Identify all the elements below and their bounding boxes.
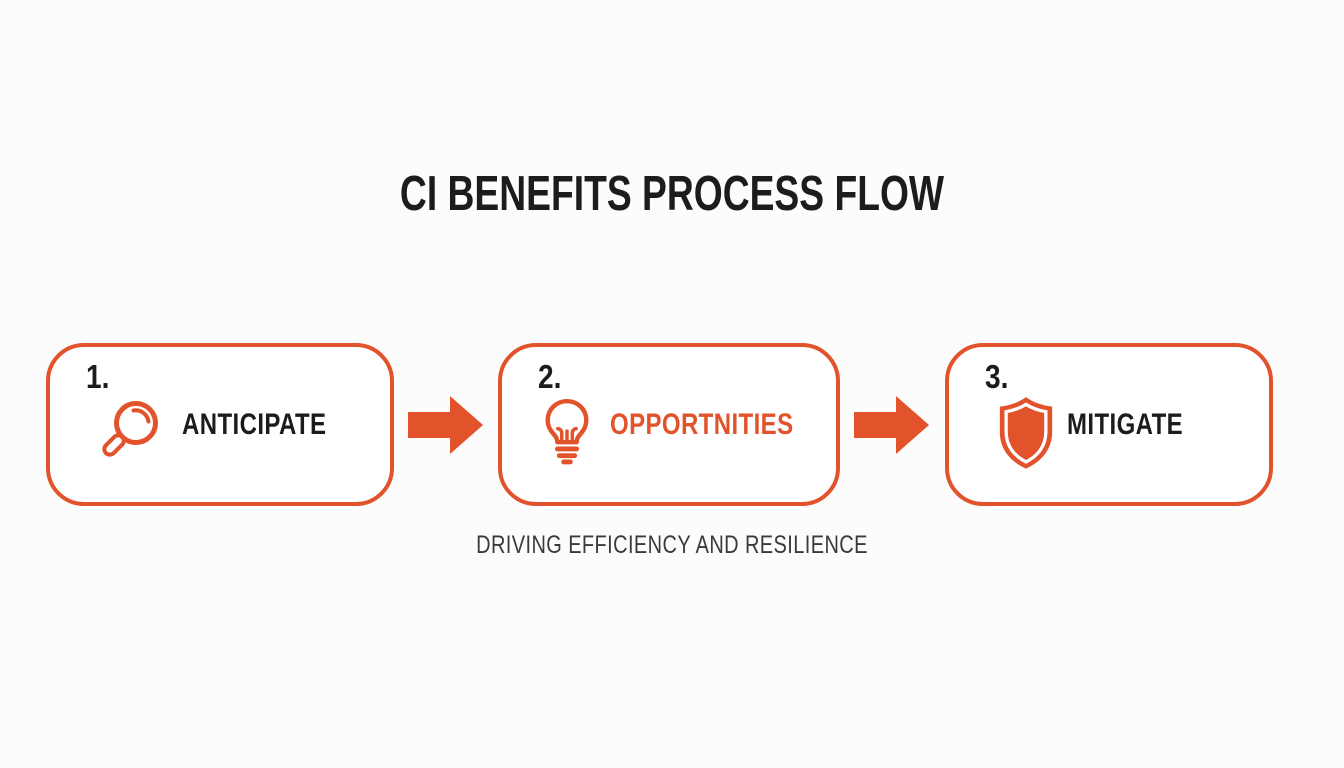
arrow-right-icon	[408, 394, 484, 456]
step-body: OPPORTNITIES	[502, 347, 836, 502]
arrow-right-icon	[854, 394, 930, 456]
step-label: OPPORTNITIES	[610, 407, 794, 441]
step-box-opportunities: 2. OPPORTNITIES	[498, 343, 840, 506]
shield-icon	[995, 394, 1057, 472]
step-box-mitigate: 3. MITIGATE	[945, 343, 1273, 506]
step-label: MITIGATE	[1067, 407, 1184, 441]
subtitle: DRIVING EFFICIENCY AND RESILIENCE	[476, 531, 868, 559]
page-title: CI BENEFITS PROCESS FLOW	[399, 167, 945, 221]
step-label: ANTICIPATE	[182, 407, 327, 441]
step-body: ANTICIPATE	[50, 347, 390, 502]
step-box-anticipate: 1. ANTICIPATE	[46, 343, 394, 506]
step-number: 1.	[86, 358, 110, 395]
step-body: MITIGATE	[949, 347, 1269, 502]
lightbulb-icon	[540, 396, 594, 470]
step-number: 2.	[538, 358, 562, 395]
magnifier-icon	[94, 396, 168, 470]
step-number: 3.	[985, 358, 1009, 395]
